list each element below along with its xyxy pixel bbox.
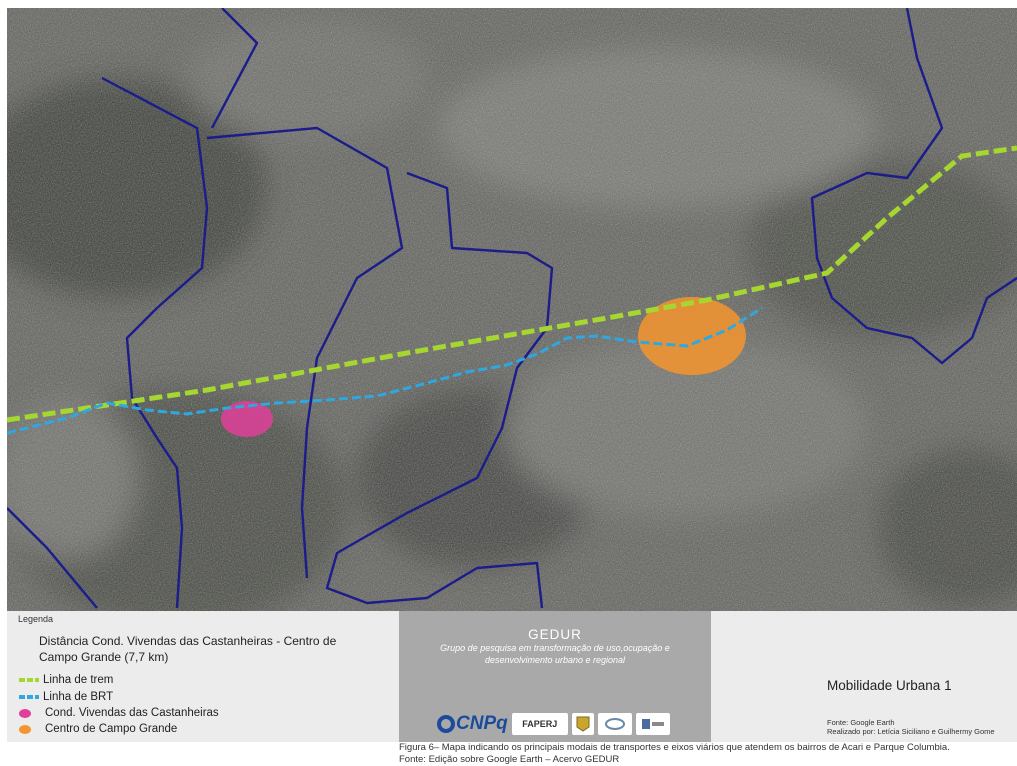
ippur-glyph xyxy=(604,718,625,730)
satellite-map[interactable] xyxy=(7,8,1017,611)
boundary-southwest xyxy=(7,507,98,609)
condominium-swatch xyxy=(19,708,31,718)
ippur-logo-icon xyxy=(597,713,632,735)
credit-source: Fonte: Google Earth xyxy=(827,718,895,727)
boundary-center xyxy=(206,126,404,579)
figure-caption: Figura 6– Mapa indicando os principais m… xyxy=(399,742,950,753)
brt-line-swatch xyxy=(19,695,39,699)
figure-source: Fonte: Edição sobre Google Earth – Acerv… xyxy=(399,754,620,765)
map-marks xyxy=(7,145,1017,437)
urban-texture xyxy=(7,8,1017,611)
boundary-center-east xyxy=(325,171,554,609)
gedur-panel: GEDUR Grupo de pesquisa em transformação… xyxy=(399,611,711,742)
train-line-route xyxy=(7,145,1017,423)
campo-grande-area xyxy=(638,297,746,375)
legend-item-train: Linha de trem xyxy=(19,674,113,686)
gedur-title: GEDUR xyxy=(528,627,582,642)
legend-item-label: Centro de Campo Grande xyxy=(45,723,178,735)
seal-glyph xyxy=(576,716,590,732)
title-panel: Mobilidade Urbana 1 Fonte: Google Earth … xyxy=(711,611,1017,742)
gedur-subtitle: Grupo de pesquisa em transformação de us… xyxy=(440,643,670,665)
map-canvas[interactable] xyxy=(7,8,1017,611)
boundary-northeast xyxy=(810,8,1017,365)
legend-item-label: Cond. Vivendas das Castanheiras xyxy=(45,707,219,719)
legend-panel: Legenda Distância Cond. Vivendas das Cas… xyxy=(7,611,399,742)
gedur-glyph xyxy=(641,719,664,729)
sponsor-logos: CNPq FAPERJ xyxy=(437,711,670,737)
district-boundaries xyxy=(7,8,1017,609)
legend-item-label: Linha de BRT xyxy=(43,691,114,703)
gedur-logo-icon xyxy=(635,713,670,735)
faperj-logo: FAPERJ xyxy=(511,713,568,735)
boundary-north xyxy=(210,8,259,129)
campo-grande-swatch xyxy=(19,724,31,734)
legend-title: Legenda xyxy=(18,614,54,624)
condominium-area xyxy=(221,401,273,437)
cnpq-mark-icon xyxy=(437,715,455,733)
legend-item-label: Linha de trem xyxy=(43,674,114,686)
train-line-swatch xyxy=(19,678,39,682)
faperj-logo-text: FAPERJ xyxy=(522,719,558,729)
credit-authors: Realizado por: Letícia Siciliano e Guilh… xyxy=(827,727,995,736)
legend-item-brt: Linha de BRT xyxy=(19,691,113,703)
legend-item-campo-grande: Centro de Campo Grande xyxy=(19,723,177,735)
cnpq-logo: CNPq xyxy=(437,713,508,735)
legend-item-condominium: Cond. Vivendas das Castanheiras xyxy=(19,707,219,719)
boundary-west xyxy=(101,76,209,609)
cnpq-logo-text: CNPq xyxy=(456,713,508,734)
brt-line-route xyxy=(7,306,763,435)
legend-distance: Distância Cond. Vivendas das Castanheira… xyxy=(39,634,337,664)
university-seal-icon xyxy=(571,713,594,735)
map-title: Mobilidade Urbana 1 xyxy=(827,678,952,693)
